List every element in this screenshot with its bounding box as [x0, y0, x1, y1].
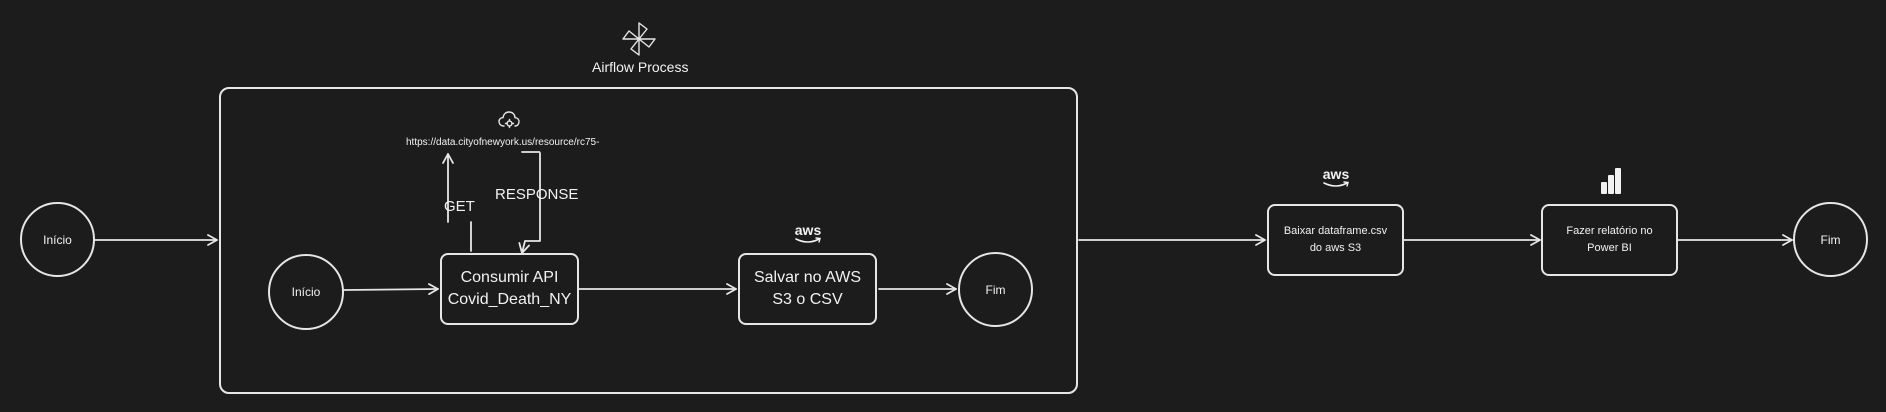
end-node-outer: Fim	[1793, 202, 1868, 277]
consume-api-node: Consumir API Covid_Death_NY	[440, 253, 579, 325]
aws-logo-icon: aws	[790, 222, 826, 248]
power-bi-label: Fazer relatório no Power BI	[1566, 224, 1653, 254]
arrow-get	[448, 154, 472, 252]
svg-text:aws: aws	[1323, 166, 1350, 182]
pinwheel-icon	[620, 20, 658, 58]
consume-api-label: Consumir API Covid_Death_NY	[447, 268, 572, 308]
power-bi-report-node: Fazer relatório no Power BI	[1541, 204, 1678, 276]
start-inner-label: Início	[291, 285, 321, 299]
download-s3-node: Baixar dataframe.csv do aws S3	[1267, 204, 1404, 276]
cloud-gear-icon	[497, 109, 521, 131]
start-outer-label: Início	[43, 232, 72, 247]
end-inner-label: Fim	[985, 282, 1006, 297]
end-outer-label: Fim	[1820, 232, 1841, 247]
start-node-outer: Início	[20, 202, 95, 277]
response-label: RESPONSE	[495, 186, 579, 203]
airflow-title: Airflow Process	[592, 59, 689, 75]
aws-logo-icon-outer: aws	[1318, 166, 1354, 192]
power-bi-icon	[1600, 167, 1624, 195]
get-label: GET	[444, 198, 475, 215]
arrow-inicio-to-consume	[343, 283, 439, 295]
arrow-response	[518, 151, 541, 254]
airflow-process-frame	[219, 87, 1078, 394]
api-url: https://data.cityofnewyork.us/resource/r…	[406, 137, 600, 148]
save-s3-label: Salvar no AWS S3 o CSV	[753, 268, 861, 308]
start-node-inner: Início	[268, 254, 344, 330]
end-node-inner: Fim	[958, 252, 1033, 327]
download-s3-label: Baixar dataframe.csv do aws S3	[1283, 224, 1388, 254]
save-s3-node: Salvar no AWS S3 o CSV	[738, 253, 877, 325]
svg-text:aws: aws	[795, 222, 822, 238]
